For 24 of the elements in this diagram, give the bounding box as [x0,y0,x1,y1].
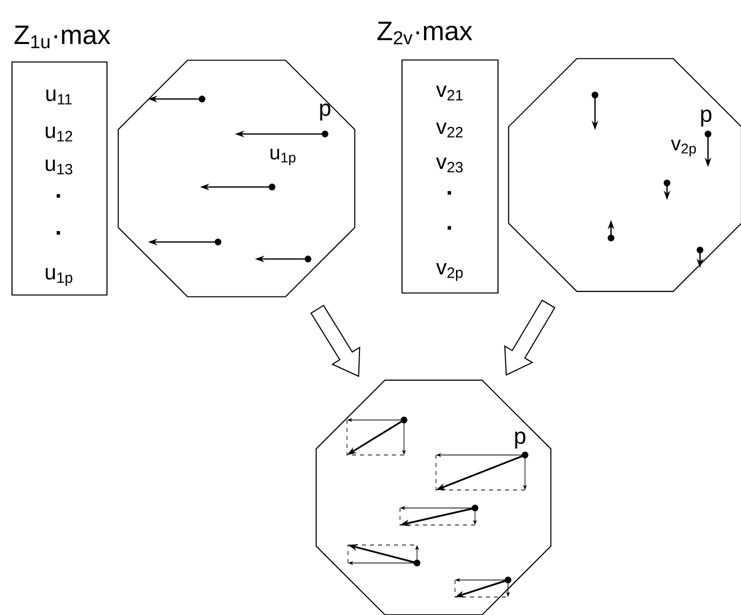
list-entry: v$_{22}$ [436,122,463,138]
list-box [11,61,108,296]
region-octagon [118,60,356,298]
panel-title: Z$_{2v}$·max [377,22,472,44]
list-box [401,59,499,294]
list-entry: v$_{21}$ [436,86,463,100]
list-entry: v$_{2p}$ [436,263,463,281]
region-octagon [316,380,552,615]
list-entry: u$_{12}$ [46,126,72,142]
point-label: p [515,432,526,448]
vector-label: v$_{2p}$ [670,140,696,156]
vector-label: u$_{1p}$ [270,148,296,166]
point-label: p [320,104,330,120]
list-dot: · [56,231,60,235]
list-entry: u$_{1p}$ [46,268,72,286]
panel-title: Z$_{1u}$·max [14,26,110,48]
list-entry: u$_{13}$ [46,160,72,174]
list-dot: · [56,194,60,198]
list-dot: · [448,191,452,195]
list-entry: v$_{23}$ [436,158,463,172]
block-arrow [504,300,556,376]
list-entry: u$_{11}$ [46,90,72,104]
list-dot: · [448,226,452,230]
point-label: p [701,110,712,126]
